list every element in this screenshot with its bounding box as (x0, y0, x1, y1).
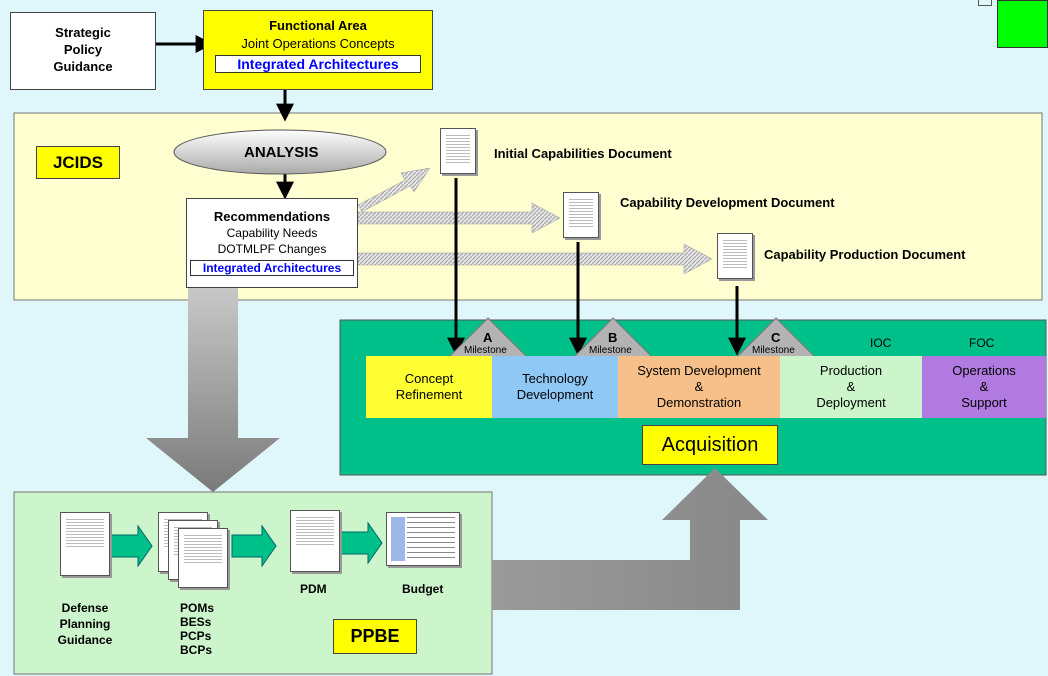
phase-system-development: System Development & Demonstration (618, 356, 780, 418)
corner-box (978, 0, 992, 6)
milestone-a-label: Milestone (464, 345, 507, 356)
jcids-label: JCIDS (36, 146, 120, 179)
hatched-arrow-icd (357, 167, 431, 213)
icd-label: Initial Capabilities Document (494, 146, 672, 161)
ppbe-arrow-3 (339, 521, 383, 565)
ppbe-label: PPBE (333, 619, 417, 654)
poms-label: POMs BESs PCPs BCPs (180, 601, 215, 657)
ppbe-arrow-2 (231, 524, 277, 568)
icd-document-icon (440, 128, 476, 174)
pdm-document-icon (290, 510, 340, 572)
functional-area-box: Functional Area Joint Operations Concept… (203, 10, 433, 90)
budget-label: Budget (402, 582, 444, 596)
hatched-arrow-cdd (357, 202, 561, 234)
milestone-c-letter: C (771, 330, 781, 345)
recommendations-box: Recommendations Capability Needs DOTMLPF… (186, 198, 358, 288)
recommendations-integrated-architectures: Integrated Architectures (190, 260, 354, 276)
dpg-document-icon (60, 512, 110, 576)
milestone-c-label: Milestone (752, 345, 795, 356)
milestone-b-label: Milestone (589, 345, 632, 356)
cdd-label: Capability Development Document (620, 195, 835, 210)
policy-box: Strategic Policy Guidance (10, 12, 156, 90)
functional-integrated-architectures: Integrated Architectures (215, 55, 421, 73)
functional-title: Functional Area (269, 18, 367, 33)
recommendations-title: Recommendations (213, 209, 331, 224)
phase-operations-support: Operations & Support (922, 356, 1046, 418)
milestone-b-letter: B (608, 330, 618, 345)
dpg-label: Defense Planning Guidance (57, 601, 113, 647)
pdm-label: PDM (300, 582, 327, 596)
phase-concept-refinement: Concept Refinement (366, 356, 492, 418)
foc-label: FOC (969, 336, 995, 350)
analysis-ellipse (173, 129, 387, 175)
acquisition-label: Acquisition (642, 425, 778, 465)
hatched-arrow-cpd (357, 243, 713, 275)
budget-document-icon (386, 512, 460, 566)
cpd-label: Capability Production Document (764, 247, 966, 262)
ppbe-to-acquisition-arrow (492, 468, 768, 610)
green-square (997, 0, 1048, 48)
analysis-label: ANALYSIS (244, 144, 319, 161)
ioc-label: IOC (870, 336, 892, 350)
cpd-document-icon (717, 233, 753, 279)
cdd-document-icon (563, 192, 599, 238)
milestone-a-letter: A (483, 330, 493, 345)
functional-subtitle: Joint Operations Concepts (241, 36, 395, 51)
recommendations-line2: DOTMLPF Changes (217, 242, 327, 256)
phase-production-deployment: Production & Deployment (780, 356, 922, 418)
pom-document-icon-3 (178, 528, 228, 588)
phase-technology-development: Technology Development (492, 356, 618, 418)
jcids-to-ppbe-arrow (146, 288, 280, 492)
jcids-region (13, 112, 1043, 301)
ppbe-arrow-1 (109, 524, 153, 568)
recommendations-line1: Capability Needs (226, 226, 318, 240)
